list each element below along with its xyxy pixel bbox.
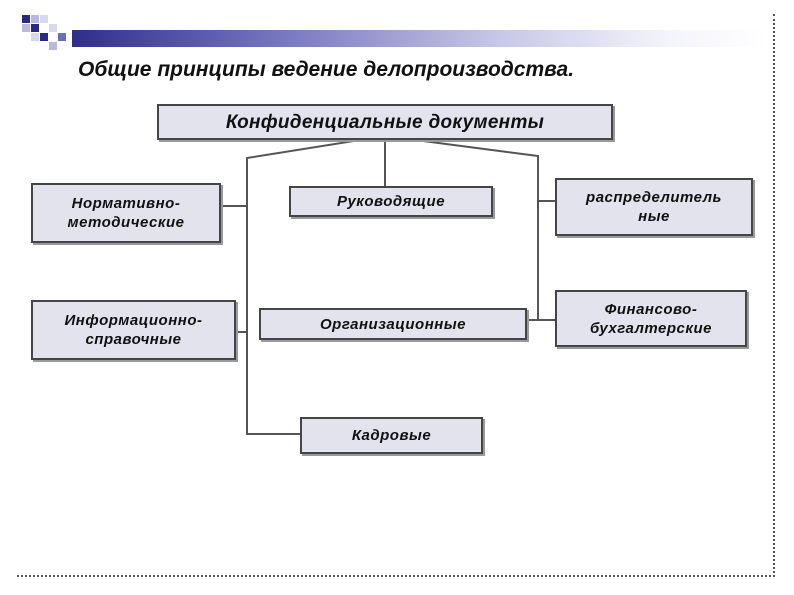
node-rukovod: Руководящие	[289, 186, 493, 217]
node-kadrov: Кадровые	[300, 417, 483, 454]
node-finans-line1: Финансово-	[604, 300, 698, 318]
node-finans: Финансово- бухгалтерские	[555, 290, 747, 347]
node-root-label: Конфиденциальные документы	[225, 111, 545, 133]
node-raspred-line2: ные	[638, 208, 670, 225]
node-normative: Нормативно- методические	[31, 183, 221, 243]
node-inform-line1: Информационно-	[64, 312, 203, 329]
node-normative-line2: методические	[67, 214, 185, 231]
node-organiz-label: Организационные	[320, 315, 466, 333]
node-rukovod-label: Руководящие	[336, 193, 446, 210]
node-finans-line2: бухгалтерские	[589, 319, 713, 337]
node-kadrov-label: Кадровые	[351, 427, 432, 444]
slide-frame	[17, 14, 775, 577]
page-title: Общие принципы ведение делопроизводства.	[78, 58, 575, 81]
header-band	[72, 30, 768, 47]
node-root: Конфиденциальные документы	[157, 104, 613, 140]
node-inform: Информационно- справочные	[31, 300, 236, 360]
node-raspred: распределитель ные	[555, 178, 753, 236]
node-inform-line2: справочные	[85, 331, 182, 348]
node-raspred-line1: распределитель	[586, 189, 722, 206]
node-normative-line1: Нормативно-	[71, 195, 181, 212]
node-organiz: Организационные	[259, 308, 527, 340]
